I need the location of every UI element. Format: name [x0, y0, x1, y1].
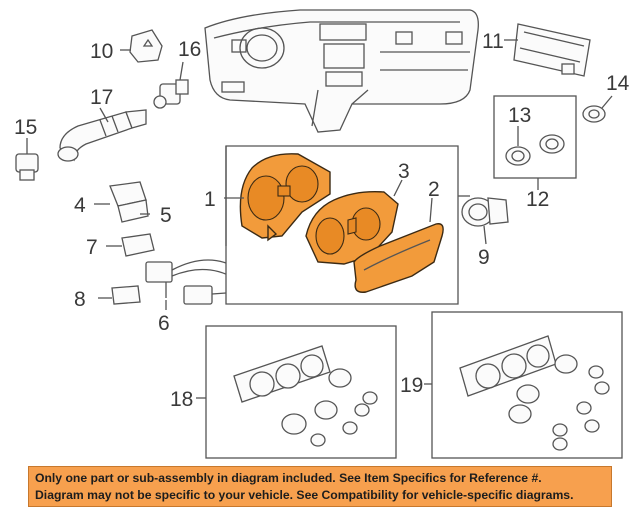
part-15-plug: [15, 138, 39, 181]
callout-12: 12: [526, 188, 549, 211]
compatibility-notice: Only one part or sub-assembly in diagram…: [28, 466, 612, 507]
part-16-sensor: [153, 61, 189, 109]
callout-2: 2: [428, 178, 440, 201]
callout-11: 11: [482, 30, 504, 53]
callout-6: 6: [158, 312, 170, 335]
callout-19: 19: [400, 374, 423, 397]
part-10-switch: [120, 29, 163, 63]
part-1-3-assembly: [224, 145, 470, 305]
callout-15: 15: [14, 116, 37, 139]
callout-7: 7: [86, 236, 98, 259]
callout-5: 5: [160, 204, 172, 227]
notice-line-2: Diagram may not be specific to your vehi…: [35, 488, 574, 502]
part-14-bulb: [582, 95, 613, 123]
part-4-5-switches: [94, 181, 150, 223]
callout-10: 10: [90, 40, 113, 63]
part-17-duct: [57, 107, 147, 162]
part-9-lighter: [461, 197, 509, 245]
callout-13: 13: [508, 104, 531, 127]
callout-14: 14: [606, 72, 630, 95]
callout-16: 16: [178, 38, 201, 61]
part-8-switch: [98, 285, 141, 305]
part-12-13-box: [493, 95, 577, 190]
callout-9: 9: [478, 246, 490, 269]
part-11-module: [504, 23, 591, 77]
callout-17: 17: [90, 86, 113, 109]
callout-3: 3: [398, 160, 410, 183]
callout-4: 4: [74, 194, 86, 217]
part-18-control-unit: [196, 325, 397, 459]
callout-1: 1: [204, 188, 216, 211]
dashboard-illustration: [204, 9, 479, 133]
part-7-switch: [106, 233, 155, 257]
notice-line-1: Only one part or sub-assembly in diagram…: [35, 471, 542, 485]
part-19-control-unit: [424, 311, 623, 459]
callout-8: 8: [74, 288, 86, 311]
callout-18: 18: [170, 388, 193, 411]
